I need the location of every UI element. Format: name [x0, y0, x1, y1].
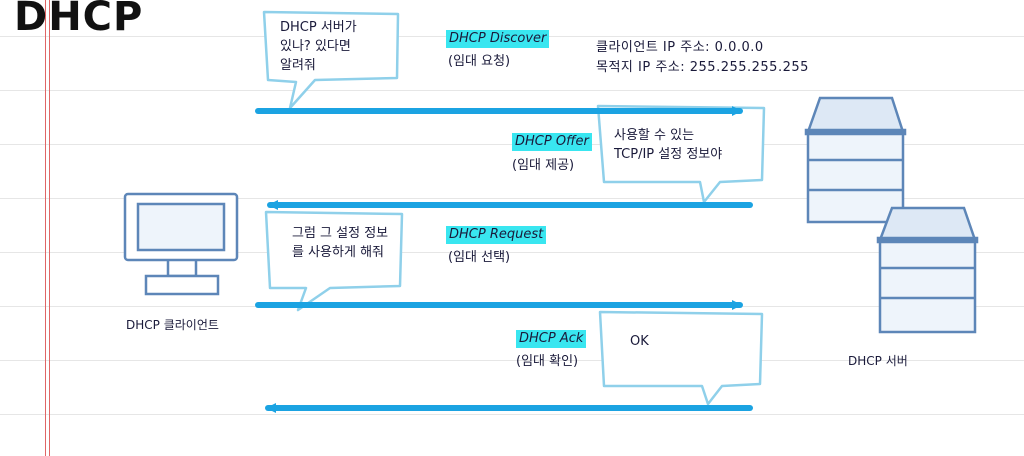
request-label: DHCP Request [446, 226, 546, 244]
discover-sub: (임대 요청) [448, 50, 510, 69]
discover-bubble-text: DHCP 서버가 있나? 있다면 알려줘 [280, 18, 357, 75]
request-sub: (임대 선택) [448, 246, 510, 265]
server-icon [878, 208, 977, 332]
ack-bubble [600, 312, 762, 404]
offer-bubble-text: 사용할 수 있는 TCP/IP 설정 정보야 [614, 126, 722, 164]
ack-sub: (임대 확인) [516, 350, 578, 369]
request-bubble-text: 그럼 그 설정 정보 를 사용하게 해줘 [292, 224, 388, 262]
server-icon [806, 98, 905, 222]
dest-ip-info: 목적지 IP 주소: 255.255.255.255 [596, 56, 809, 75]
offer-sub: (임대 제공) [512, 154, 574, 173]
server-label: DHCP 서버 [848, 352, 908, 369]
discover-label: DHCP Discover [446, 30, 549, 48]
ack-bubble-text: OK [630, 332, 649, 351]
offer-label: DHCP Offer [512, 133, 592, 151]
client-computer-icon [125, 194, 237, 294]
ack-label: DHCP Ack [516, 330, 586, 348]
client-label: DHCP 클라이언트 [126, 316, 219, 333]
client-ip-info: 클라이언트 IP 주소: 0.0.0.0 [596, 36, 764, 55]
